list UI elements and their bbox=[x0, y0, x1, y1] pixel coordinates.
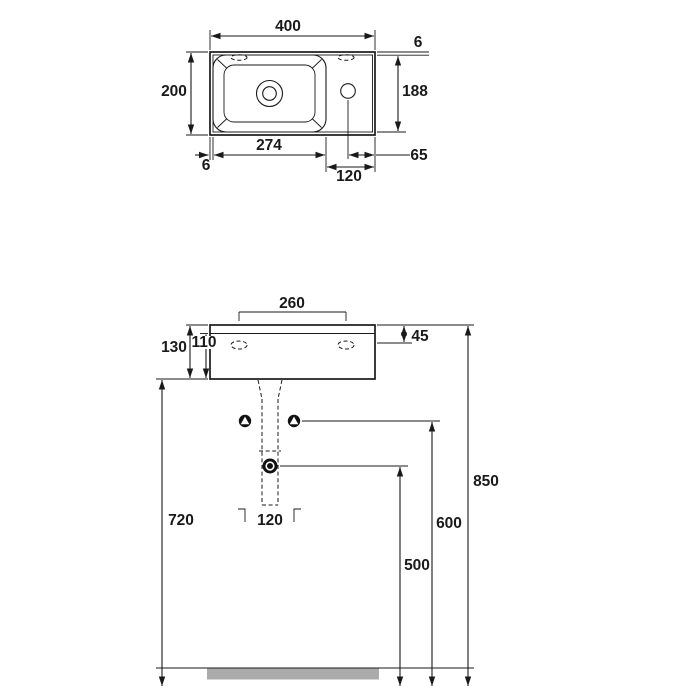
label-mask bbox=[193, 336, 217, 349]
basin-front-outline bbox=[209, 324, 376, 380]
fixing-hole-right-plan bbox=[337, 54, 355, 61]
bowl-slope-line bbox=[311, 59, 322, 69]
trap-taper-line bbox=[277, 379, 283, 400]
dim-label-bolt-spacing: 120 bbox=[257, 512, 283, 529]
drain-outer-circle bbox=[255, 79, 284, 108]
dim-label-bowl-width: 274 bbox=[256, 137, 282, 154]
bowl-bottom-outline bbox=[223, 64, 316, 123]
dim-label-overall-depth: 200 bbox=[161, 83, 187, 100]
dim-label-height-body: 110 bbox=[191, 334, 216, 351]
basin-plan-outline bbox=[209, 51, 376, 136]
dim-label-height-total: 130 bbox=[161, 339, 187, 356]
dim-label-rim-top: 6 bbox=[414, 34, 423, 51]
fixing-hole-right-front bbox=[337, 340, 355, 350]
dimension-bracket-left bbox=[238, 508, 246, 522]
top-view-dimensions: 400 6 200 188 6 274 65 120 bbox=[161, 18, 429, 185]
front-view bbox=[209, 324, 376, 506]
bowl-slope-line bbox=[311, 118, 322, 128]
bowl-slope-line bbox=[217, 118, 228, 128]
bowl-slope-line bbox=[217, 59, 228, 69]
dim-label-hole-spacing: 260 bbox=[279, 295, 305, 312]
drain-valve-icon bbox=[262, 458, 278, 474]
fixing-hole-left-plan bbox=[230, 54, 248, 61]
dim-label-bolts-to-floor: 600 bbox=[436, 515, 462, 532]
dim-label-tap-offset: 65 bbox=[410, 147, 428, 164]
dim-label-underside-to-floor: 720 bbox=[168, 512, 194, 529]
dim-label-top-to-floor: 850 bbox=[473, 473, 499, 490]
floor-hatch bbox=[207, 668, 379, 680]
dim-label-overall-width: 400 bbox=[275, 18, 301, 35]
drain-valve-ring bbox=[265, 461, 275, 471]
dim-label-rim-left: 6 bbox=[202, 157, 211, 174]
dim-label-trap-to-floor: 500 bbox=[404, 557, 430, 574]
tap-hole bbox=[340, 83, 356, 99]
mounting-bolt-right-mark bbox=[289, 416, 299, 425]
bowl-outline bbox=[212, 54, 327, 133]
dim-label-deck-width: 120 bbox=[336, 168, 362, 185]
dim-label-inner-depth: 188 bbox=[402, 83, 428, 100]
mounting-bolt-left-mark bbox=[240, 416, 250, 425]
trap-taper-line bbox=[257, 379, 263, 400]
drain-inner-circle bbox=[262, 86, 277, 101]
dim-label-rim-front: 45 bbox=[411, 328, 429, 345]
dimension-bracket-right bbox=[293, 508, 301, 522]
fixing-hole-left-front bbox=[230, 340, 248, 350]
top-view bbox=[209, 51, 376, 136]
front-view-dimensions: 260 45 130 110 120 720 600 500 850 bbox=[156, 295, 499, 686]
